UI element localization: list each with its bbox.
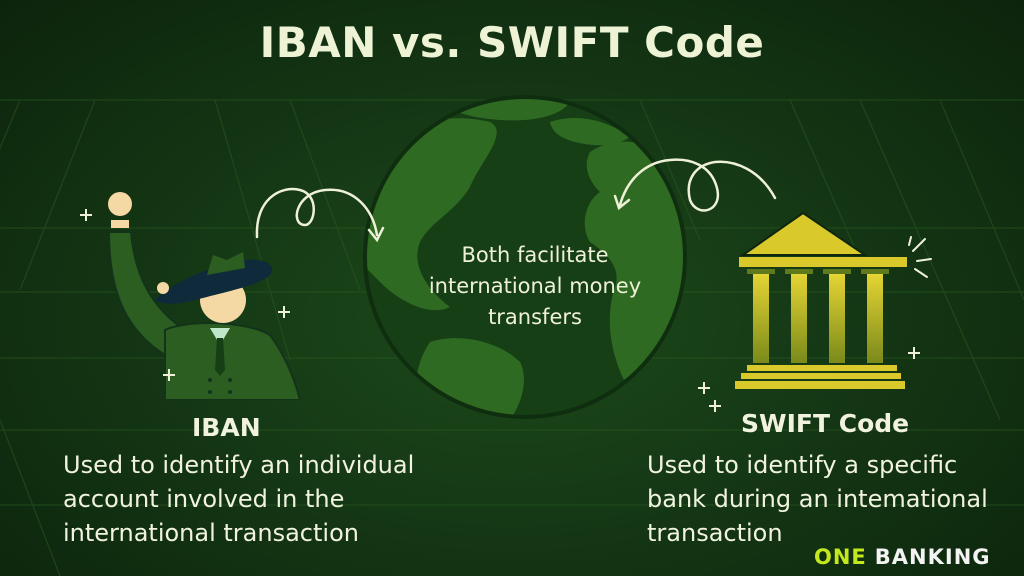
swift-line: transaction	[647, 519, 783, 547]
curved-arrow-icon	[255, 187, 385, 243]
brand-logo: ONE BANKING	[814, 545, 991, 569]
center-line: Both facilitate	[461, 243, 609, 267]
center-caption: Both facilitate international money tran…	[395, 240, 675, 333]
sparkle-icon	[709, 400, 721, 412]
iban-heading: IBAN	[192, 413, 261, 442]
sparkle-icon	[163, 369, 175, 381]
sparkle-icon	[908, 347, 920, 359]
brand-banking: BANKING	[874, 545, 991, 569]
bank-building-icon	[735, 211, 932, 389]
swift-heading: SWIFT Code	[741, 409, 910, 438]
swift-description: Used to identify a specific bank during …	[647, 448, 988, 550]
sparkle-icon	[698, 382, 710, 394]
swift-line: bank during an intemational	[647, 485, 988, 513]
sparkle-icon	[278, 306, 290, 318]
iban-line: international transaction	[63, 519, 359, 547]
center-line: transfers	[488, 305, 582, 329]
brand-one: ONE	[814, 545, 867, 569]
curved-arrow-icon	[613, 158, 777, 212]
iban-description: Used to identify an individual account i…	[63, 448, 414, 550]
person-with-coin-icon	[107, 192, 302, 400]
iban-line: account involved in the	[63, 485, 345, 513]
globe-icon	[363, 95, 687, 419]
iban-line: Used to identify an individual	[63, 451, 415, 479]
page-title: IBAN vs. SWIFT Code	[259, 18, 765, 67]
center-line: international money	[428, 274, 642, 298]
sparkle-icon	[80, 209, 92, 221]
swift-line: Used to identify a specific	[647, 451, 958, 479]
